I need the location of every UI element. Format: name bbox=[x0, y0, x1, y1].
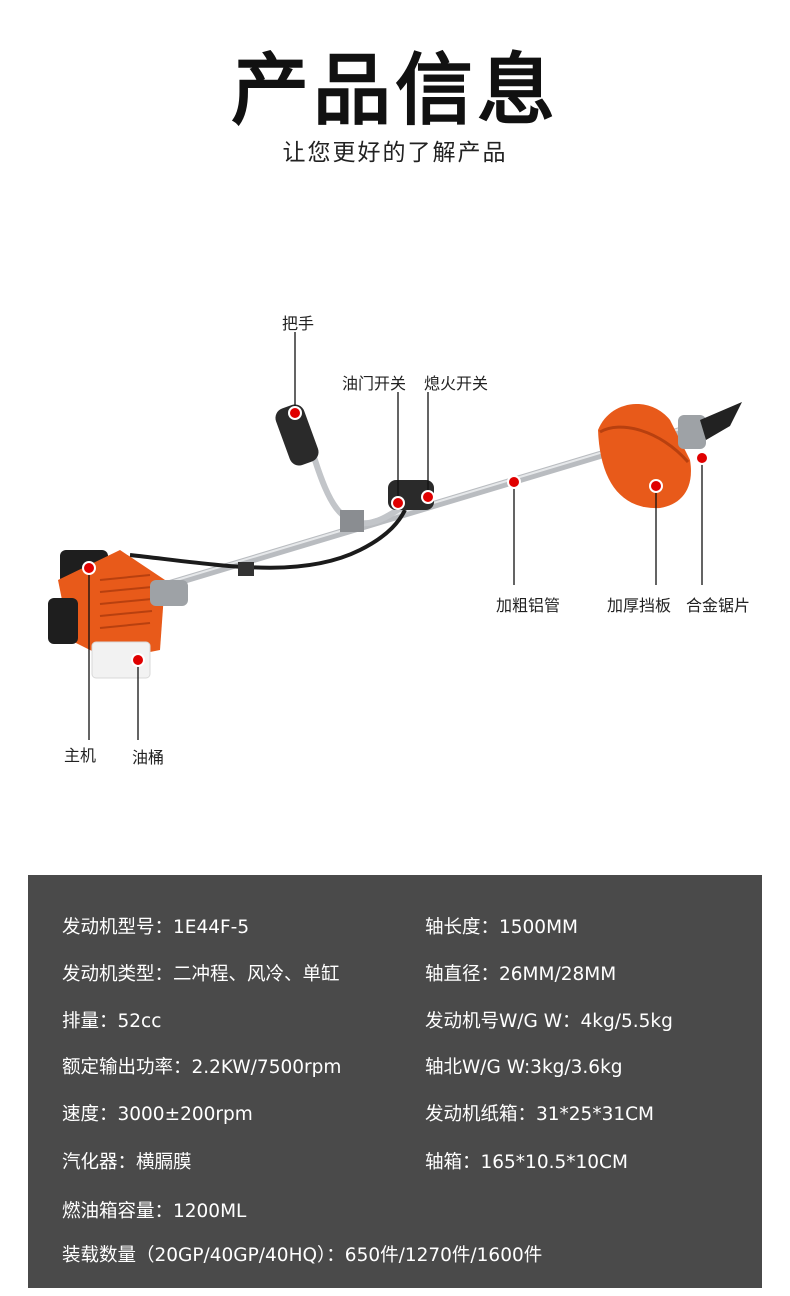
spec-shaft-diameter: 轴直径：26MM/28MM bbox=[425, 964, 617, 985]
blade-shape bbox=[700, 402, 742, 440]
spec-carburetor: 汽化器：横膈膜 bbox=[62, 1152, 192, 1173]
product-diagram: 把手 油门开关 熄火开关 加粗铝管 加厚挡板 合金锯片 主机 油桶 bbox=[0, 280, 790, 800]
marker-stop bbox=[421, 490, 435, 504]
handle-clamp bbox=[340, 510, 364, 532]
marker-engine bbox=[82, 561, 96, 575]
gear-head bbox=[678, 415, 706, 449]
cable bbox=[129, 509, 407, 570]
spec-rated-power: 额定输出功率：2.2KW/7500rpm bbox=[62, 1057, 342, 1078]
spec-panel: 发动机型号：1E44F-5 发动机类型：二冲程、风冷、单缸 排量：52cc 额定… bbox=[28, 875, 762, 1288]
pull-starter bbox=[48, 598, 78, 644]
page-title: 产品信息 bbox=[230, 46, 559, 136]
spec-fuel-capacity: 燃油箱容量：1200ML bbox=[62, 1201, 247, 1222]
spec-engine-type: 发动机类型：二冲程、风冷、单缸 bbox=[62, 964, 340, 985]
callout-handle: 把手 bbox=[282, 314, 315, 333]
spec-engine-carton: 发动机纸箱：31*25*31CM bbox=[425, 1104, 655, 1125]
marker-tube bbox=[507, 475, 521, 489]
page-subtitle: 让您更好的了解产品 bbox=[282, 140, 508, 166]
marker-fuel-tank bbox=[131, 653, 145, 667]
callout-thick-tube: 加粗铝管 bbox=[496, 596, 561, 615]
handle-bar bbox=[297, 409, 407, 527]
fuel-tank bbox=[91, 641, 151, 679]
callout-stop-switch: 熄火开关 bbox=[424, 374, 489, 393]
leader-lines bbox=[88, 332, 703, 740]
callout-guard: 加厚挡板 bbox=[607, 596, 672, 615]
marker-handle bbox=[288, 406, 302, 420]
left-grip bbox=[275, 404, 319, 466]
callout-blade: 合金锯片 bbox=[686, 596, 751, 615]
callout-throttle-switch: 油门开关 bbox=[342, 374, 407, 393]
spec-loading-quantity: 装载数量（20GP/40GP/40HQ）：650件/1270件/1600件 bbox=[62, 1245, 543, 1266]
markers bbox=[82, 406, 709, 667]
brush-cutter-illustration bbox=[48, 332, 742, 740]
engine-body bbox=[58, 550, 165, 660]
spec-shaft-weight: 轴北W/G W:3kg/3.6kg bbox=[425, 1057, 623, 1078]
marker-throttle bbox=[391, 496, 405, 510]
spec-shaft-box: 轴箱：165*10.5*10CM bbox=[425, 1152, 628, 1173]
guard-shape bbox=[598, 403, 691, 509]
callout-engine: 主机 bbox=[64, 746, 97, 765]
spec-speed: 速度：3000±200rpm bbox=[62, 1104, 253, 1125]
marker-guard bbox=[649, 479, 663, 493]
shaft-clamp bbox=[238, 562, 254, 576]
callout-fuel-tank: 油桶 bbox=[132, 748, 165, 767]
engine-fins bbox=[99, 574, 153, 629]
spec-engine-model: 发动机型号：1E44F-5 bbox=[62, 917, 250, 938]
spec-shaft-length: 轴长度：1500MM bbox=[425, 917, 579, 938]
marker-blade bbox=[695, 451, 709, 465]
spec-displacement: 排量：52cc bbox=[62, 1011, 162, 1032]
spec-engine-weight: 发动机号W/G W：4kg/5.5kg bbox=[425, 1011, 673, 1032]
clutch-housing bbox=[150, 580, 188, 606]
guard-rim bbox=[599, 425, 690, 463]
